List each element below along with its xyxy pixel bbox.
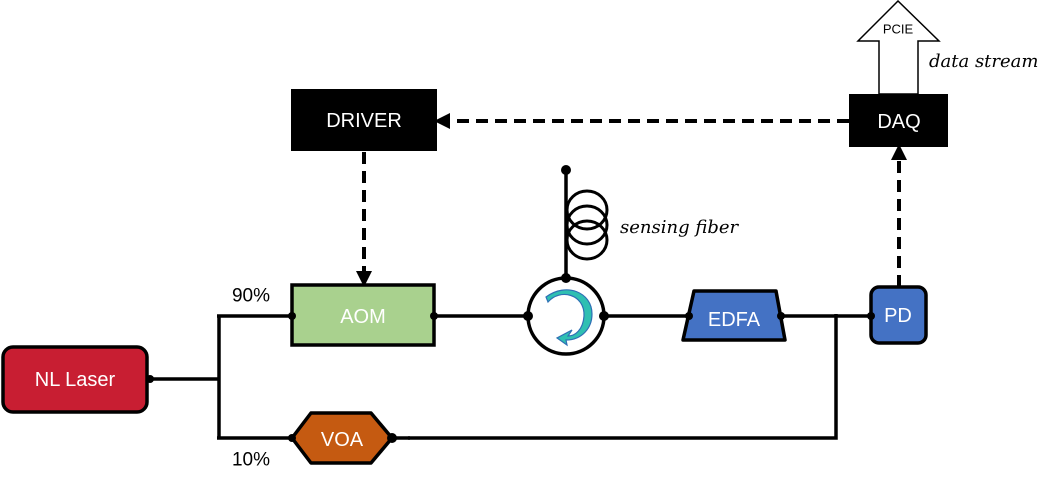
edfa-block[interactable]: EDFA xyxy=(681,289,787,342)
split-10-label: 10% xyxy=(232,450,270,471)
pcie-label: PCIE xyxy=(883,22,914,37)
pd-port-in xyxy=(867,312,875,320)
edfa-label: EDFA xyxy=(708,309,761,331)
aom-block[interactable]: AOM xyxy=(288,283,438,347)
sensing-fiber-label: sensing fiber xyxy=(620,217,739,238)
driver-box[interactable] xyxy=(291,89,437,151)
voa-block[interactable]: VOA xyxy=(288,411,410,465)
edfa-port-in xyxy=(685,312,693,320)
sensing-fiber[interactable]: sensing fiber xyxy=(561,165,739,261)
circulator-arrow-icon xyxy=(545,289,593,347)
daq-label: DAQ xyxy=(877,111,920,133)
pcie-arrow-shape[interactable] xyxy=(856,0,941,95)
driver-label: DRIVER xyxy=(326,110,402,132)
fiber-coil-3 xyxy=(565,219,609,261)
circulator-block[interactable] xyxy=(523,273,609,356)
laser-block[interactable]: NL Laser xyxy=(1,345,154,414)
aom-port-out xyxy=(430,312,438,320)
fiber-end-dot xyxy=(561,165,571,175)
voa-port-in xyxy=(288,434,296,442)
wire-voa-return xyxy=(408,314,838,440)
fiber-coil-1 xyxy=(565,189,609,231)
aom-port-in xyxy=(288,312,296,320)
aom-label: AOM xyxy=(340,306,386,328)
daq-box[interactable] xyxy=(849,94,948,147)
circulator-port-left xyxy=(523,311,533,321)
edfa-port-out xyxy=(777,312,785,320)
pd-label: PD xyxy=(884,305,912,327)
electrical-lines xyxy=(356,113,907,287)
voa-label: VOA xyxy=(321,429,364,451)
daq-block[interactable]: DAQ xyxy=(849,94,948,147)
circulator-port-right xyxy=(599,311,609,321)
driver-block[interactable]: DRIVER xyxy=(291,89,437,151)
edfa-trapezoid[interactable] xyxy=(681,289,787,342)
laser-port xyxy=(146,375,154,383)
fiber-coil-2 xyxy=(565,204,609,246)
data-stream-label: data stream xyxy=(929,51,1038,72)
pd-block[interactable]: PD xyxy=(867,285,928,345)
split-90-label: 90% xyxy=(232,286,270,307)
pcie-arrow[interactable]: PCIE xyxy=(856,0,941,95)
circulator-port-top xyxy=(561,273,571,283)
laser-label: NL Laser xyxy=(35,369,116,391)
